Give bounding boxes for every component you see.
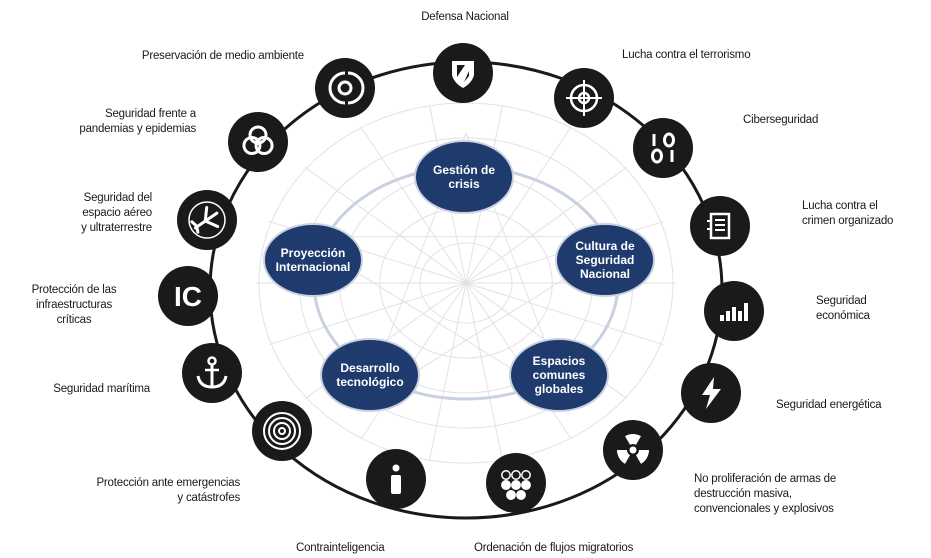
document-icon	[690, 196, 750, 256]
node-desarrollo-tecnologico: Desarrollo tecnológico	[322, 340, 418, 410]
label-infraestructuras-criticas: Protección de las infraestructuras críti…	[31, 284, 117, 326]
binary-icon	[633, 118, 693, 178]
node-gestion-de-crisis: Gestión de crisis	[416, 142, 512, 212]
label-medio-ambiente: Preservación de medio ambiente	[141, 50, 304, 62]
label-seguridad-maritima: Seguridad marítima	[53, 383, 150, 395]
bar-chart-icon	[704, 281, 764, 341]
crosshair-icon	[554, 68, 614, 128]
biohazard-icon	[228, 112, 288, 172]
label-no-proliferacion: No proliferación de armas de destrucción…	[694, 473, 837, 515]
info-icon	[366, 449, 426, 509]
anchor-icon	[182, 343, 242, 403]
svg-text:IC: IC	[174, 281, 202, 312]
people-dots-icon	[486, 453, 546, 513]
label-seguridad-economica: Seguridad económica	[816, 295, 870, 322]
label-crimen-organizado: Lucha contra el crimen organizado	[802, 200, 894, 227]
label-defensa-nacional: Defensa Nacional	[421, 11, 509, 23]
radiation-icon	[603, 420, 663, 480]
node-cultura-seguridad-nacional: Cultura de Seguridad Nacional	[557, 225, 653, 295]
label-espacio-aereo: Seguridad del espacio aéreo y ultraterre…	[81, 192, 152, 234]
node-proyeccion-internacional: Proyección Internacional	[265, 225, 361, 295]
label-terrorismo: Lucha contra el terrorismo	[622, 49, 751, 61]
shield-icon	[433, 43, 493, 103]
environment-icon	[315, 58, 375, 118]
label-flujos-migratorios: Ordenación de flujos migratorios	[474, 542, 634, 554]
icon-ring: IC	[158, 43, 764, 513]
ic-icon: IC	[158, 266, 218, 326]
label-seguridad-energetica: Seguridad energética	[776, 399, 882, 411]
airplane-icon	[177, 190, 237, 250]
label-ciberseguridad: Ciberseguridad	[743, 114, 819, 126]
label-emergencias: Protección ante emergencias y catástrofe…	[96, 477, 240, 504]
concentric-circles-icon	[252, 401, 312, 461]
node-espacios-comunes-globales: Espacios comunes globales	[511, 340, 607, 410]
lightning-icon	[681, 363, 741, 423]
label-contrainteligencia: Contrainteligencia	[296, 542, 385, 554]
label-pandemias: Seguridad frente a pandemias y epidemias	[79, 108, 196, 135]
